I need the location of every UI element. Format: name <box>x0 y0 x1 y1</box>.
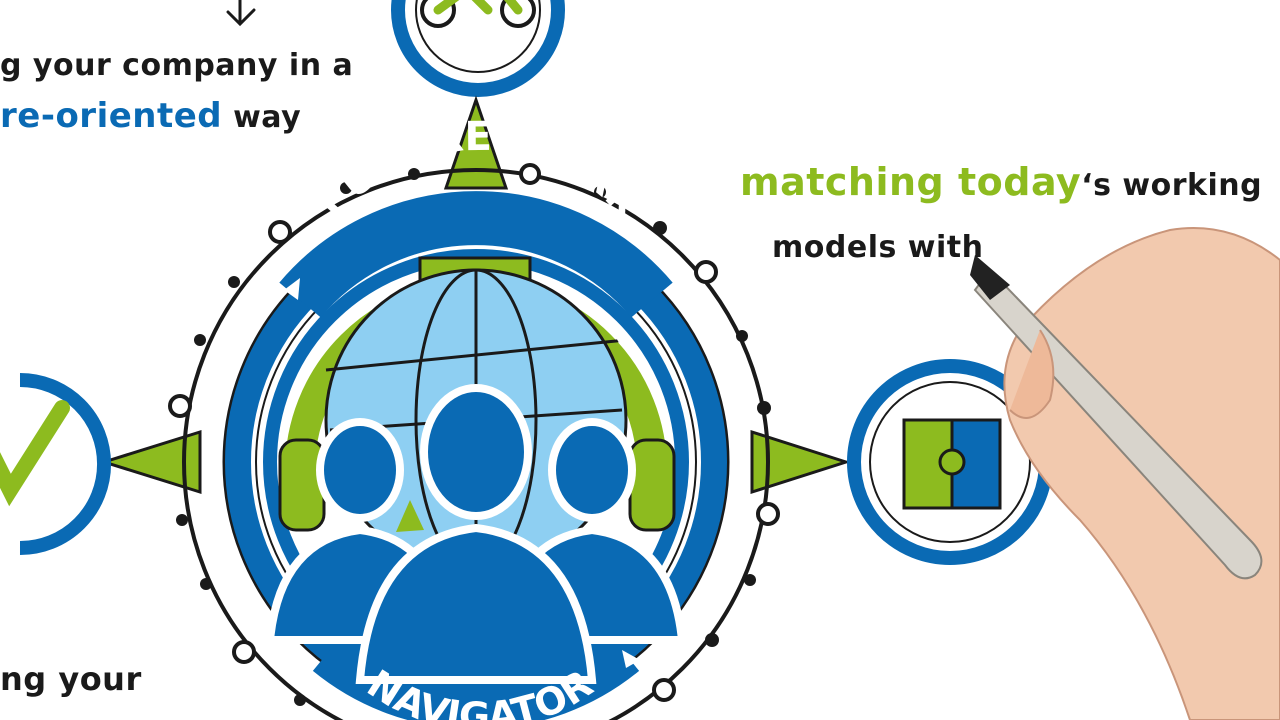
right-highlight: matching today <box>740 160 1082 204</box>
top-left-highlight: re-oriented <box>0 96 223 136</box>
checkmark-icon <box>0 373 111 555</box>
puzzle-icon <box>847 359 1053 565</box>
bicycle-icon <box>391 0 565 97</box>
compass-outer-ring <box>168 163 780 720</box>
compass-point-north <box>443 95 509 190</box>
compass-point-west <box>98 429 202 495</box>
top-left-rest: way <box>222 100 302 135</box>
right-line2: models with <box>772 230 984 265</box>
right-line1: matching today‘s working <box>740 160 1262 204</box>
compass-point-east <box>750 429 851 495</box>
bottom-left-line1: ng your <box>0 660 142 698</box>
right-rest: ‘s working <box>1081 168 1263 203</box>
down-arrow-icon <box>226 0 256 27</box>
people-globe-headset-icon <box>265 256 687 684</box>
top-left-line1: g your company in a <box>0 48 354 83</box>
hand-holding-marker-icon <box>970 227 1280 720</box>
top-left-line2: re-oriented way <box>0 96 301 136</box>
